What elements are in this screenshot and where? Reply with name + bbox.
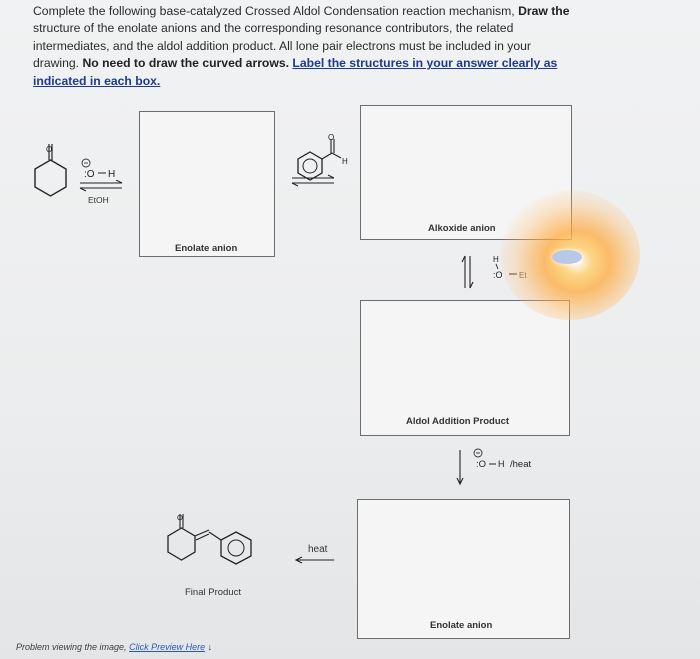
svg-text:O: O [46,145,52,154]
reaction-arrow-left [294,556,334,564]
preview-hint: Problem viewing the image, Click Preview… [16,642,213,652]
equilibrium-arrows-vertical-1 [461,255,474,289]
final-product-structure: O [167,513,252,565]
svg-text:O: O [177,513,183,522]
answer-box-enolate-2[interactable] [357,499,570,639]
benzaldehyde-structure: O H [297,134,348,181]
svg-text::O: :O [84,169,95,180]
svg-text::O: :O [476,459,486,470]
download-arrow-icon: ↓ [207,642,213,652]
box-label-alkoxide: Alkoxide anion [428,223,496,234]
box-label-enolate-1: Enolate anion [175,243,238,254]
cyclohexanone-structure: O [34,144,67,197]
instructions: Complete the following base-catalyzed Cr… [33,4,570,88]
equilibrium-arrows-2 [291,174,335,187]
heat-label: heat [308,544,328,555]
svg-text:H: H [108,169,115,180]
solvent-label: EtOH [88,195,109,205]
svg-text:/heat: /heat [510,459,531,470]
svg-text:H: H [493,255,499,264]
box-label-aldol-product: Aldol Addition Product [406,416,510,427]
svg-text:O: O [328,134,334,142]
answer-box-enolate-1[interactable] [139,111,275,257]
final-product-label: Final Product [185,587,241,598]
hydroxide-heat-reagent: :O H /heat [473,448,531,470]
svg-text::O: :O [493,270,503,280]
preview-link[interactable]: Click Preview Here [129,642,206,652]
reaction-arrow-down [456,450,464,486]
box-label-enolate-2: Enolate anion [430,620,493,631]
hydroxide-ion: :O H [81,158,115,180]
equilibrium-arrows-1 [79,180,123,192]
svg-text:H: H [342,157,348,166]
light-glare-core [552,250,582,264]
svg-text:H: H [498,459,505,469]
answer-box-aldol-product[interactable] [360,300,570,436]
